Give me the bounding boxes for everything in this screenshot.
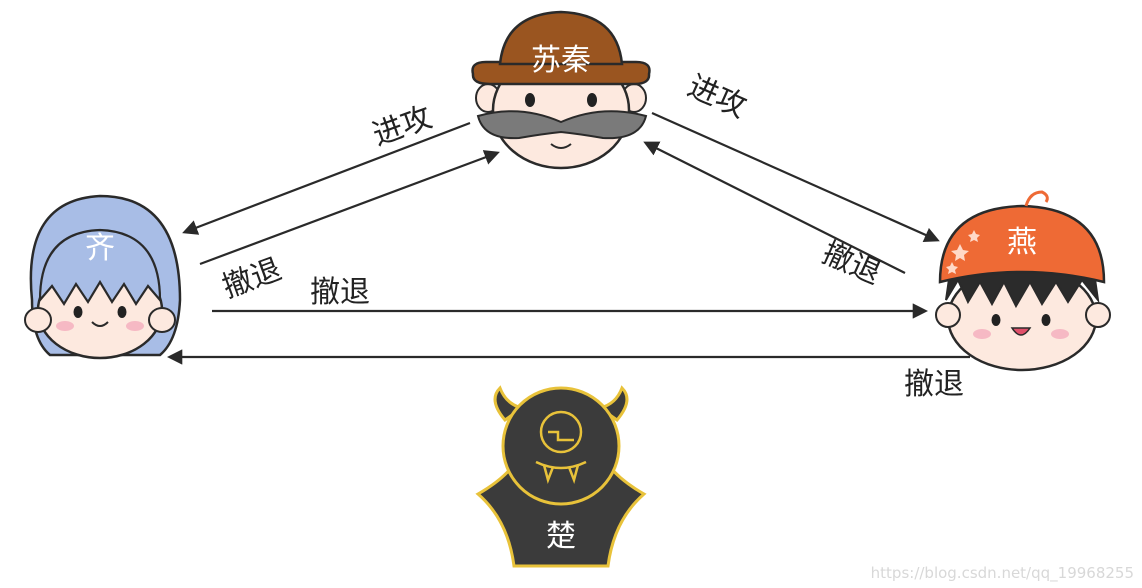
yan-name: 燕	[1007, 225, 1037, 260]
arrow-suqin-to-qi	[182, 121, 471, 235]
chu-name: 楚	[546, 519, 576, 554]
qi-name: 齐	[85, 231, 115, 266]
arrow-suqin-to-yan	[651, 111, 940, 243]
label-retreat-bottom: 撤退	[904, 367, 964, 402]
suqin-character: 苏秦	[471, 10, 651, 170]
yan-character: 燕	[935, 190, 1111, 372]
watermark-text: https://blog.csdn.net/qq_19968255	[871, 564, 1134, 583]
label-attack-right: 进攻	[682, 69, 751, 125]
label-retreat-left: 撤退	[218, 252, 286, 305]
arrows	[166, 111, 970, 365]
chu-character: 楚	[475, 385, 647, 568]
arrow-yan-to-suqin	[643, 141, 906, 274]
arrow-qi-to-suqin	[199, 150, 500, 266]
label-attack-left: 进攻	[368, 100, 436, 153]
suqin-name: 苏秦	[531, 43, 591, 78]
qi-character: 齐	[24, 194, 182, 360]
label-retreat-middle: 撤退	[310, 275, 370, 310]
label-retreat-right: 撤退	[817, 235, 886, 291]
